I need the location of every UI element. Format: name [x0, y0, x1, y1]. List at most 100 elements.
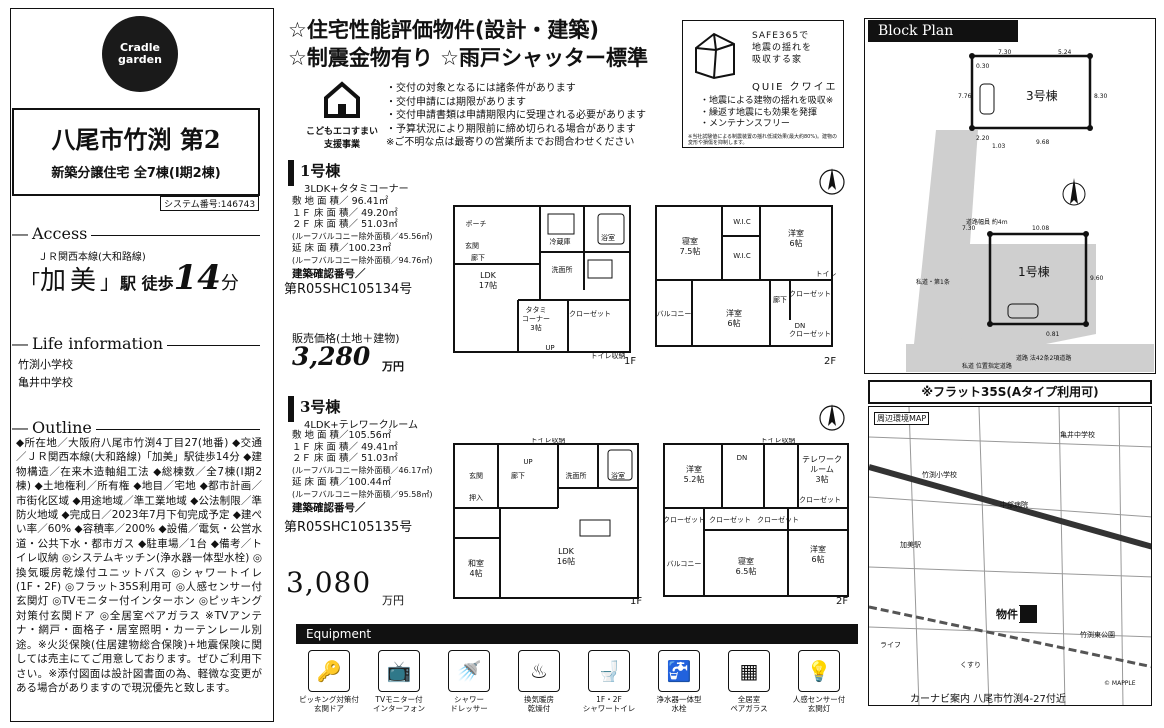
svg-text:道路 法42条2項道路: 道路 法42条2項道路 — [1016, 354, 1071, 362]
school-junior-high: 亀井中学校 — [18, 376, 73, 389]
svg-text:トイレ: トイレ — [816, 270, 837, 278]
equipment-item: ♨ 換気暖房 乾燥付 — [508, 650, 570, 713]
headline-features: ☆制震金物有り ☆雨戸シャッター標準 — [288, 46, 648, 70]
map-property-marker: 物件 — [994, 606, 1020, 622]
svg-text:道路幅員 約4m: 道路幅員 約4m — [966, 218, 1008, 226]
svg-text:17帖: 17帖 — [479, 280, 497, 290]
access-heading: ―Access — [12, 224, 260, 243]
sensor-light-icon: 💡 — [798, 650, 840, 692]
b1-name: 1号棟 — [300, 162, 341, 180]
logo-line1: Cradle — [119, 41, 161, 54]
svg-text:洗面所: 洗面所 — [566, 471, 587, 480]
svg-text:コーナー: コーナー — [522, 315, 550, 323]
svg-text:和室: 和室 — [468, 558, 484, 568]
svg-text:UP: UP — [523, 458, 532, 466]
property-name-box: 八尾市竹渕 第2 新築分譲住宅 全7棟(Ⅰ期2棟) — [12, 108, 260, 196]
b3-floor1-label: 1F — [630, 596, 643, 607]
window-icon: ▦ — [728, 650, 770, 692]
safe365-footnote: ※当社試験値による制震装置の揺れ低減効果(最大約80%)。建物の変形や損傷を抑制… — [688, 134, 838, 146]
svg-text:6.5帖: 6.5帖 — [736, 566, 757, 576]
svg-text:冷蔵庫: 冷蔵庫 — [550, 237, 571, 246]
b1-cert-label: 建築確認番号／ — [292, 268, 366, 280]
b1-price: 3,280 — [292, 342, 371, 371]
eco-support: こどもエコすまい支援事業 — [306, 127, 379, 150]
bath-dryer-icon: ♨ — [518, 650, 560, 692]
outline-heading: ―Outline — [12, 418, 260, 437]
note: ・予算状況により期限前に締め切られる場合があります — [386, 123, 636, 135]
lot-3-label: 3号棟 — [1026, 88, 1058, 103]
svg-text:W.I.C: W.I.C — [733, 252, 751, 260]
school-elementary: 竹渕小学校 — [18, 358, 73, 371]
left-panel — [10, 8, 274, 722]
north-arrow-icon — [819, 404, 845, 431]
svg-text:ルーム: ルーム — [810, 465, 834, 474]
svg-text:押入: 押入 — [469, 493, 483, 502]
intercom-icon: 📺 — [378, 650, 420, 692]
svg-text:寝室: 寝室 — [738, 556, 754, 566]
area-map-graphic — [869, 407, 1151, 705]
svg-text:9.60: 9.60 — [1090, 275, 1104, 282]
b3-price: 3,080 — [286, 566, 372, 599]
svg-text:バルコニー: バルコニー — [667, 560, 702, 568]
svg-text:浴室: 浴室 — [611, 471, 625, 480]
b3-type: 4LDK+テレワークルーム — [304, 420, 418, 431]
faucet-icon: 🚰 — [658, 650, 700, 692]
station-name: 加美 — [40, 266, 101, 296]
note: ・交付申請書類は申請期限内に受理される必要があります — [386, 110, 646, 121]
eco-house-icon — [324, 81, 360, 118]
outline-text: ◆所在地／大阪府八尾市竹渕4丁目27(地番) ◆交通／ＪＲ関西本線(大和路線)「… — [16, 437, 262, 694]
brand-logo: Cradle garden — [102, 16, 178, 92]
area-map[interactable] — [868, 406, 1152, 706]
quie-brand: QUIE クワイエ — [752, 82, 838, 93]
property-title: 八尾市竹渕 第2 — [51, 125, 221, 154]
svg-text:5.24: 5.24 — [1058, 49, 1072, 56]
svg-text:0.81: 0.81 — [1046, 331, 1060, 338]
b3-cert-number: 第R05SHC105135号 — [284, 520, 413, 535]
svg-text:DN: DN — [795, 322, 806, 330]
svg-text:クローゼット: クローゼット — [799, 495, 841, 504]
svg-text:廊下: 廊下 — [511, 471, 525, 480]
equipment-item: 🔑 ピッキング対策付 玄関ドア — [298, 650, 360, 713]
svg-text:6帖: 6帖 — [727, 318, 740, 328]
note: ※ご不明な点は最寄りの営業所までお問合わせください — [386, 137, 635, 148]
svg-text:トイレ収納: トイレ収納 — [761, 438, 796, 444]
key-icon: 🔑 — [308, 650, 350, 692]
svg-text:7.30: 7.30 — [998, 49, 1012, 56]
svg-text:6帖: 6帖 — [811, 554, 824, 564]
headline-performance: ☆住宅性能評価物件(設計・建築) — [288, 18, 600, 42]
lot-1-label: 1号棟 — [1018, 264, 1050, 279]
svg-text:0.30: 0.30 — [976, 63, 990, 70]
train-line: ＪＲ関西本線(大和路線) — [38, 252, 146, 263]
equipment-item: 💡 人感センサー付 玄関灯 — [788, 650, 850, 713]
equipment-header: Equipment — [296, 624, 858, 644]
b1-floor2-label: 2F — [824, 356, 837, 367]
property-subtitle: 新築分譲住宅 全7棟(Ⅰ期2棟) — [51, 166, 221, 181]
logo-area: Cradle garden — [12, 10, 258, 102]
block-plan-frame — [864, 18, 1156, 374]
map-place: くすり — [960, 661, 981, 669]
svg-text:2.20: 2.20 — [976, 135, 990, 142]
svg-text:DN: DN — [737, 454, 748, 462]
north-arrow-icon — [819, 168, 845, 195]
svg-text:W.I.C: W.I.C — [733, 218, 751, 226]
logo-line2: garden — [118, 53, 162, 66]
b1-floor1-label: 1F — [624, 356, 637, 367]
b3-cert-label: 建築確認番号／ — [292, 502, 366, 514]
svg-text:私道 位置指定道路: 私道 位置指定道路 — [962, 362, 1012, 370]
equipment-item: 📺 TVモニター付 インターフォン — [368, 650, 430, 713]
svg-text:5.2帖: 5.2帖 — [684, 474, 705, 484]
svg-text:トイレ収納: トイレ収納 — [531, 438, 566, 444]
block-plan-map: 3号棟 1号棟 7.30 5.24 0.30 7.76 8.30 9.68 10… — [906, 49, 1154, 372]
safe365-box — [682, 20, 844, 148]
note: ・交付申請には期限があります — [386, 96, 526, 108]
svg-text:UP: UP — [545, 344, 554, 352]
svg-text:テレワーク: テレワーク — [802, 455, 842, 464]
svg-text:16帖: 16帖 — [557, 556, 575, 566]
svg-text:洋室: 洋室 — [788, 228, 804, 238]
b3-name: 3号棟 — [300, 398, 341, 416]
b3-floor2-label: 2F — [836, 596, 849, 607]
svg-text:クローゼット: クローゼット — [709, 515, 751, 524]
